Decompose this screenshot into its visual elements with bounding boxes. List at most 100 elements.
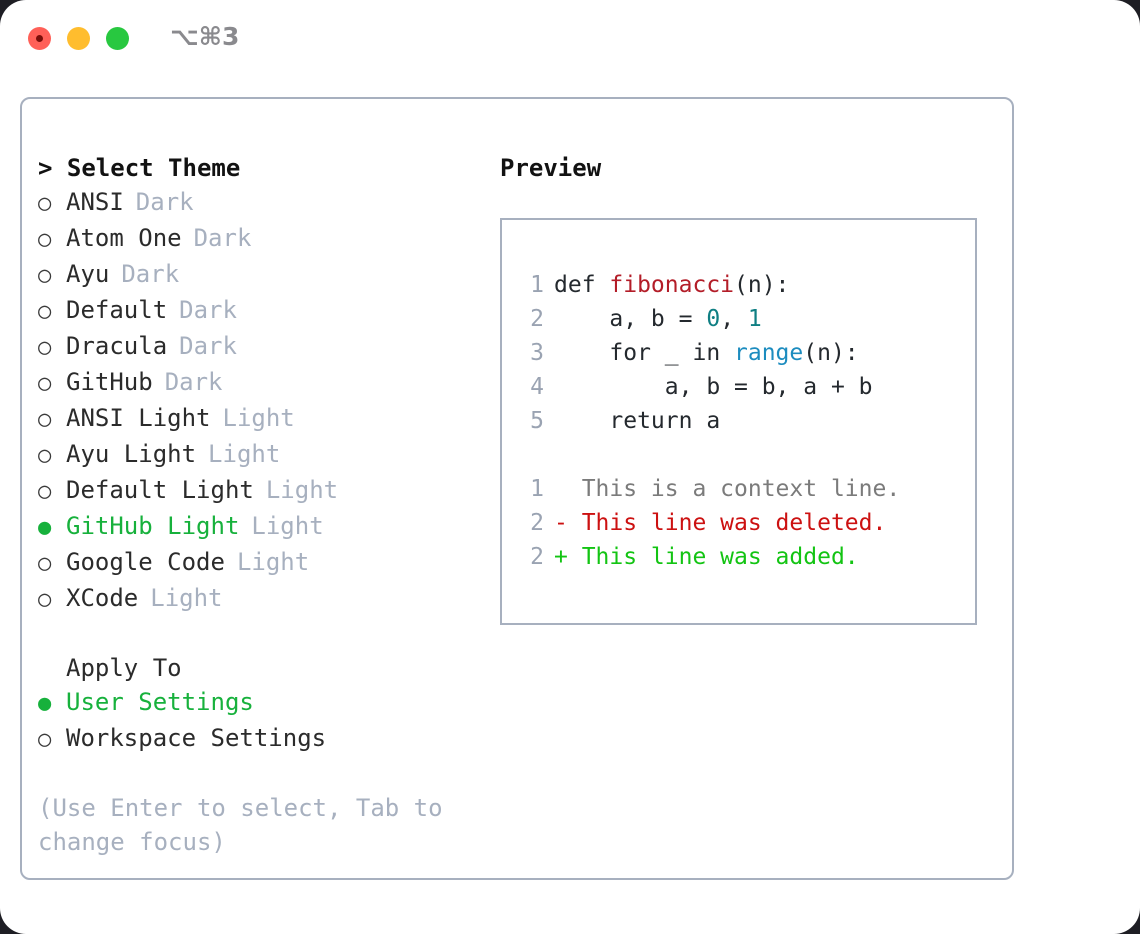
theme-option-badge: Dark (179, 332, 237, 360)
code-token: , (720, 306, 748, 332)
code-token: 1 (747, 306, 762, 332)
theme-option-badge: Light (265, 476, 339, 504)
radio-unselected-icon: ○ (38, 407, 52, 432)
theme-option-6[interactable]: ○ ANSI Light Light (38, 401, 478, 437)
radio-unselected-icon: ○ (38, 191, 52, 216)
radio-unselected-icon: ○ (38, 587, 52, 612)
diff-line: 1 This is a context line. (502, 472, 975, 506)
diff-text: - This line was deleted. (544, 506, 886, 540)
apply-to-option-label: Workspace Settings (66, 724, 327, 752)
preview-title: Preview (500, 154, 602, 182)
theme-option-label: Atom One (66, 224, 182, 252)
line-number: 1 (530, 272, 544, 298)
apply-to-option-1[interactable]: ○ Workspace Settings (38, 721, 478, 757)
diff-line: 2 - This line was deleted. (502, 506, 975, 540)
radio-unselected-icon: ○ (38, 335, 52, 360)
line-number: 4 (530, 374, 544, 400)
code-token: - This line was deleted. (554, 510, 887, 536)
theme-option-11[interactable]: ○ XCode Light (38, 581, 478, 617)
radio-unselected-icon: ○ (38, 551, 52, 576)
radio-unselected-icon: ○ (38, 299, 52, 324)
code-token: This is a context line. (554, 476, 901, 502)
code-text: def fibonacci(n): (544, 268, 789, 302)
code-line: 5 return a (502, 404, 975, 438)
code-text: a, b = b, a + b (544, 370, 873, 404)
code-text: a, b = 0, 1 (544, 302, 762, 336)
code-line: 2 a, b = 0, 1 (502, 302, 975, 336)
theme-option-badge: Light (236, 548, 310, 576)
theme-option-label: Default (66, 296, 168, 324)
code-token: return a (554, 408, 721, 434)
theme-option-badge: Light (222, 404, 295, 432)
code-token: (n): (734, 272, 790, 298)
theme-option-9[interactable]: ● GitHub Light Light (38, 509, 478, 545)
code-line: 3 for _ in range(n): (502, 336, 975, 370)
theme-option-badge: Dark (121, 260, 180, 288)
theme-option-10[interactable]: ○ Google Code Light (38, 545, 478, 581)
radio-unselected-icon: ○ (38, 227, 52, 252)
apply-to-option-list[interactable]: ●User Settings ○ Workspace Settings (38, 685, 478, 757)
code-token: 0 (706, 306, 721, 332)
diff-text: This is a context line. (544, 472, 901, 506)
theme-option-label: Ayu (66, 260, 110, 288)
code-text: for _ in range(n): (544, 336, 859, 370)
line-number: 2 (530, 544, 544, 570)
theme-option-label: ANSI Light (66, 404, 211, 432)
radio-selected-icon: ● (38, 515, 52, 540)
theme-option-0[interactable]: ○ ANSI Dark (38, 185, 478, 221)
code-token: fibonacci (609, 272, 735, 298)
line-number: 3 (530, 340, 544, 366)
radio-unselected-icon: ○ (38, 263, 52, 288)
theme-option-label: Ayu Light (66, 440, 197, 468)
theme-option-label: ANSI (66, 188, 124, 216)
line-number: 5 (530, 408, 544, 434)
radio-unselected-icon: ○ (38, 371, 52, 396)
code-line: 4 a, b = b, a + b (502, 370, 975, 404)
theme-option-badge: Light (208, 440, 281, 468)
maximize-button[interactable] (106, 27, 129, 50)
diff-line: 2 + This line was added. (502, 540, 975, 574)
radio-unselected-icon: ○ (38, 479, 52, 504)
apply-to-option-0[interactable]: ●User Settings (38, 685, 478, 721)
theme-option-badge: Dark (179, 296, 237, 324)
radio-unselected-icon: ○ (38, 727, 52, 752)
apply-to-option-label: User Settings (66, 688, 254, 716)
minimize-button[interactable] (67, 27, 90, 50)
theme-option-label: GitHub Light (66, 512, 240, 540)
code-token: range (734, 340, 804, 366)
code-token: for _ in (554, 340, 735, 366)
theme-option-label: XCode (66, 584, 139, 612)
theme-option-5[interactable]: ○ GitHub Dark (38, 365, 478, 401)
keyboard-hint-text: (Use Enter to select, Tab to change focu… (38, 794, 443, 856)
theme-option-badge: Light (150, 584, 223, 612)
line-number: 2 (530, 510, 544, 536)
code-token: def (554, 272, 610, 298)
code-token: + This line was added. (554, 544, 859, 570)
theme-option-badge: Dark (135, 188, 194, 216)
theme-option-badge: Dark (164, 368, 223, 396)
code-token: (n): (803, 340, 859, 366)
section-spacer (38, 617, 478, 651)
theme-option-label: Google Code (66, 548, 225, 576)
close-button[interactable] (28, 27, 51, 50)
theme-option-label: GitHub (66, 368, 153, 396)
theme-option-3[interactable]: ○ Default Dark (38, 293, 478, 329)
code-token: a, b = b, a + b (554, 374, 873, 400)
title-bar: ⌥⌘3 (0, 0, 1140, 78)
theme-option-2[interactable]: ○ Ayu Dark (38, 257, 478, 293)
diff-text: + This line was added. (544, 540, 859, 574)
code-diff-spacer (502, 438, 975, 472)
theme-option-badge: Light (251, 512, 324, 540)
apply-to-header: Apply To (66, 654, 182, 682)
